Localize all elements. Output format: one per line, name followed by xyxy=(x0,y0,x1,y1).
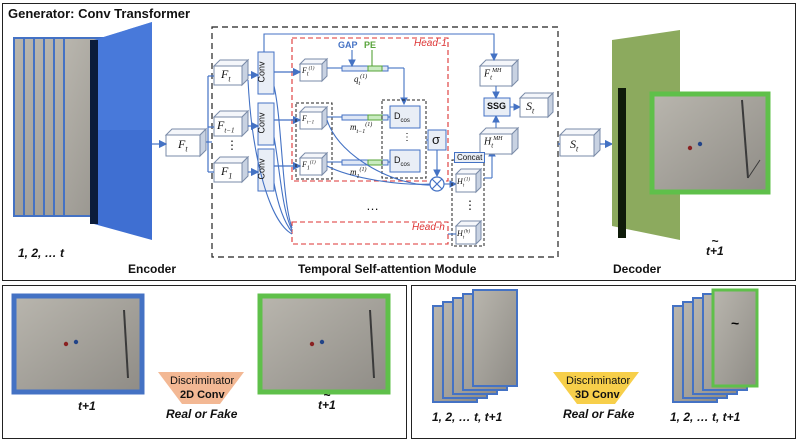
feature-ft-label: Ft xyxy=(221,67,231,84)
generator-panel xyxy=(2,3,796,281)
disc2d-left-label: t+1 xyxy=(78,399,96,413)
disc2d-verdict: Real or Fake xyxy=(166,407,238,421)
encoder-feature-label: Ft xyxy=(178,137,188,154)
tsa-module-box xyxy=(211,26,559,258)
key-t1-label: mt−1(1) xyxy=(350,122,373,135)
dcos-ellipsis: ⋮ xyxy=(402,132,412,143)
disc3d-panel xyxy=(411,285,796,439)
query-label: qt(1) xyxy=(354,74,368,87)
disc2d-type: 2D Conv xyxy=(180,389,225,401)
head-outputs xyxy=(451,159,485,247)
disc3d-diagram: ~ xyxy=(432,288,759,404)
dcos-label-1: Dcos xyxy=(394,111,410,124)
svg-text:~: ~ xyxy=(731,315,739,331)
head1-ft1-label: Ft−1 xyxy=(302,114,315,126)
ht-mh-label: HtMH xyxy=(484,136,503,150)
real-frame-2d xyxy=(11,293,145,395)
sigma-label: σ xyxy=(432,132,441,147)
head1-box xyxy=(291,37,449,182)
conv-label-2: Conv xyxy=(256,112,267,134)
generator-diagram xyxy=(13,22,771,258)
feature-f1-label: F1 xyxy=(221,164,233,181)
dcos-boxes xyxy=(381,99,427,179)
disc2d-panel xyxy=(2,285,407,439)
concat-label: Concat xyxy=(454,152,486,163)
disc3d-shape xyxy=(553,372,639,404)
output-index-text: t+1 xyxy=(706,244,724,258)
head1-feature-boxes xyxy=(298,57,329,177)
headh-box xyxy=(291,221,449,245)
conv-label-3: Conv xyxy=(256,158,267,180)
headout-ellipsis: ⋮ xyxy=(464,198,476,212)
module-label: Temporal Self-attention Module xyxy=(298,262,477,276)
fake-stack-3d: ~ xyxy=(672,288,759,403)
query-path xyxy=(327,50,408,106)
head1-label: Head-1 xyxy=(414,38,447,49)
disc2d-right-label: ~ t+1 xyxy=(318,388,336,412)
disc3d-right-label: 1, 2, … t, t+1 xyxy=(670,410,741,424)
tilde-mark-2d: ~ xyxy=(323,388,331,402)
feature-ft-1-label: Ft−1 xyxy=(217,118,235,135)
real-stack-3d xyxy=(432,289,518,403)
head-ellipsis: … xyxy=(366,198,379,213)
head1-f1-label: F1(1) xyxy=(302,160,316,172)
feature-column xyxy=(212,58,250,184)
pe-label: PE xyxy=(364,40,377,50)
decoder-label: Decoder xyxy=(613,262,662,276)
hh-label: Ht(h) xyxy=(457,229,471,241)
encoder-label: Encoder xyxy=(128,262,177,276)
disc2d-right-text: t+1 xyxy=(318,398,336,412)
encoder-block xyxy=(90,22,152,240)
ht-mh-box xyxy=(478,126,520,156)
feature-ellipsis: ⋮ xyxy=(226,138,238,152)
output-frame xyxy=(649,91,771,195)
st-inner-box xyxy=(518,91,555,119)
ft-mh-box xyxy=(478,58,520,88)
st-inner-label: St xyxy=(526,99,535,116)
headh-label: Head-h xyxy=(412,222,445,233)
disc3d-left-label: 1, 2, … t, t+1 xyxy=(432,410,503,424)
fake-frame-2d xyxy=(257,293,391,395)
tilde-mark: ~ xyxy=(711,234,719,248)
h1-label: Ht(1) xyxy=(457,177,471,189)
dcos-label-2: Dcos xyxy=(394,155,410,168)
disc3d-type: 3D Conv xyxy=(575,389,620,401)
head1-ft-label: Ft(1) xyxy=(302,66,315,78)
disc2d-title: Discriminator xyxy=(170,375,235,387)
ssg-label: SSG xyxy=(487,101,507,111)
disc2d-diagram xyxy=(11,293,391,404)
generator-title: Generator: Conv Transformer xyxy=(8,6,191,21)
conv-label-1: Conv xyxy=(256,61,267,83)
disc2d-shape xyxy=(158,372,244,404)
disc3d-title: Discriminator xyxy=(566,375,631,387)
st-outer-label: St xyxy=(570,137,579,154)
multiply-node xyxy=(429,176,445,192)
st-outer-box xyxy=(558,127,602,158)
input-index-label: 1, 2, … t xyxy=(18,246,65,260)
key-1-label: m1(1) xyxy=(350,167,367,180)
disc3d-verdict: Real or Fake xyxy=(563,407,635,421)
ft-mh-label: FtMH xyxy=(484,68,502,82)
gap-label: GAP xyxy=(338,40,358,50)
output-index-label: ~ t+1 xyxy=(706,234,724,258)
